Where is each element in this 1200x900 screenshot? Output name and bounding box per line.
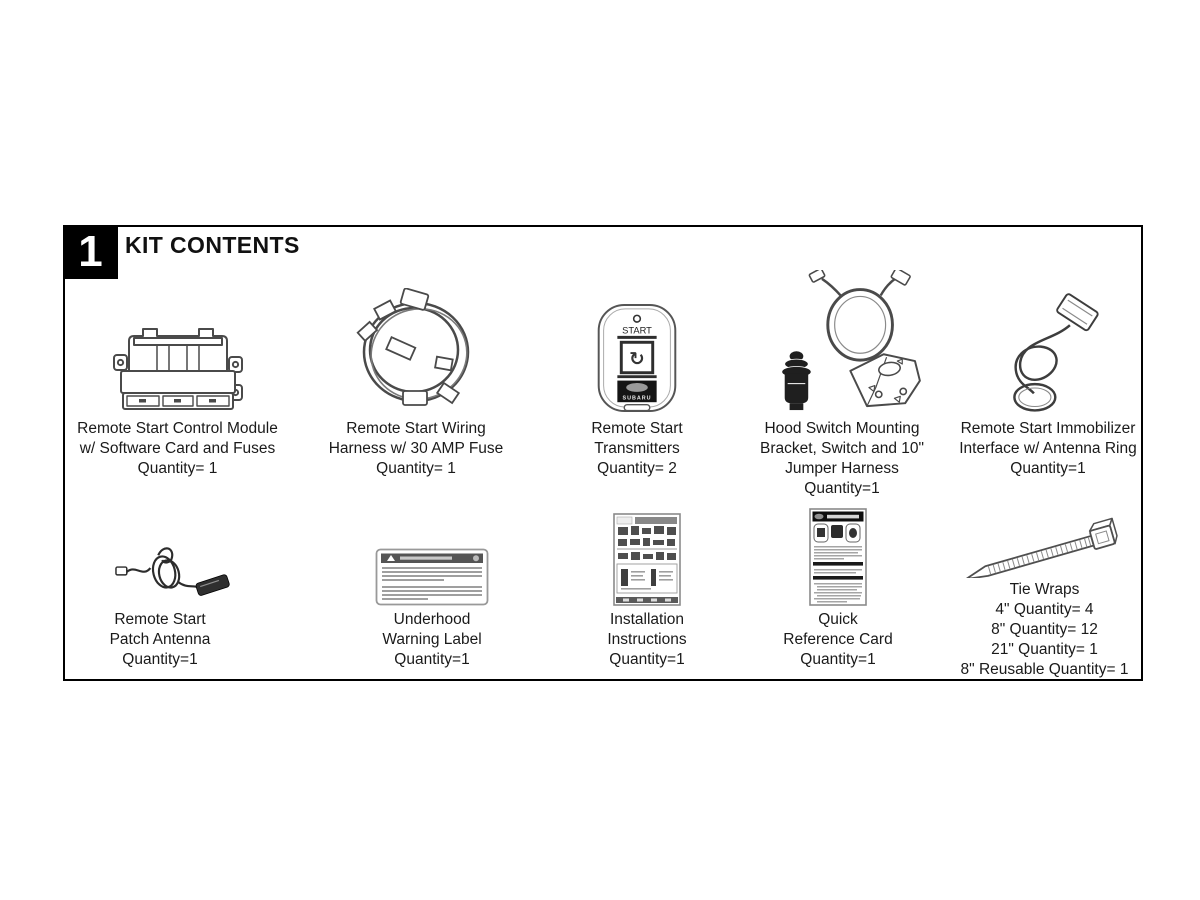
- patch-antenna-cable-illustration: [115, 547, 230, 596]
- wiring-harness-coil-illustration: [356, 288, 470, 406]
- section-title: KIT CONTENTS: [125, 232, 300, 258]
- kit-item-caption: Remote Start Transmitters Quantity= 2: [591, 420, 683, 477]
- kit-item-caption: Hood Switch Mounting Bracket, Switch and…: [759, 420, 925, 497]
- kit-item-caption: Tie Wraps 4" Quantity= 4 8" Quantity= 12…: [960, 581, 1129, 678]
- fob-start-label: START: [622, 325, 652, 335]
- kit-item-caption: Remote Start Wiring Harness w/ 30 AMP Fu…: [328, 420, 504, 477]
- hood-switch-plunger: [780, 351, 812, 411]
- quick-reference-card-illustration: [809, 508, 867, 606]
- remote-start-transmitter-fob-illustration: START ↻ SUBARU: [597, 303, 677, 413]
- kit-item-patch-antenna: Remote Start Patch Antenna Quantity=1: [65, 508, 255, 670]
- installation-instructions-sheet-illustration: [613, 513, 681, 606]
- kit-item-reference-card: Quick Reference Card Quantity=1: [738, 508, 938, 670]
- section-number: 1: [78, 227, 103, 276]
- kit-item-warning-label: Underhood Warning Label Quantity=1: [332, 508, 532, 670]
- fob-led-icon: [632, 314, 642, 323]
- kit-item-immobilizer: Remote Start Immobilizer Interface w/ An…: [948, 270, 1148, 479]
- hood-switch-bracket-and-jumper-illustration: [780, 270, 921, 411]
- kit-item-caption: Remote Start Control Module w/ Software …: [77, 420, 278, 477]
- kit-item-caption: Installation Instructions Quantity=1: [607, 611, 687, 668]
- kit-item-tie-wraps: Tie Wraps 4" Quantity= 4 8" Quantity= 12…: [932, 514, 1157, 680]
- kit-item-caption: Remote Start Immobilizer Interface w/ An…: [959, 420, 1137, 477]
- immobilizer-interface-antenna-ring-illustration: [1013, 293, 1099, 412]
- kit-item-control-module: Remote Start Control Module w/ Software …: [70, 270, 285, 479]
- kit-item-caption: Remote Start Patch Antenna Quantity=1: [109, 611, 211, 668]
- warning-triangle-icon: [387, 555, 395, 561]
- tie-wrap-illustration: [964, 517, 1118, 578]
- kit-item-transmitters: START ↻ SUBARU Remote Start Transmitters…: [557, 270, 717, 479]
- circular-arrow-icon: ↻: [629, 349, 645, 370]
- kit-item-caption: Underhood Warning Label Quantity=1: [382, 611, 482, 668]
- kit-item-wiring-harness: Remote Start Wiring Harness w/ 30 AMP Fu…: [311, 270, 521, 479]
- kit-item-caption: Quick Reference Card Quantity=1: [783, 611, 893, 668]
- underhood-warning-label-illustration: [375, 548, 489, 606]
- kit-contents-section: 1 KIT CONTENTS: [63, 225, 1143, 681]
- mounting-bracket: [848, 353, 921, 408]
- kit-item-hood-switch: Hood Switch Mounting Bracket, Switch and…: [742, 270, 942, 499]
- fob-brand-label: SUBARU: [623, 395, 652, 401]
- kit-item-instructions: Installation Instructions Quantity=1: [547, 508, 747, 670]
- section-number-badge: 1: [63, 225, 118, 279]
- remote-start-control-module-illustration: [112, 328, 243, 410]
